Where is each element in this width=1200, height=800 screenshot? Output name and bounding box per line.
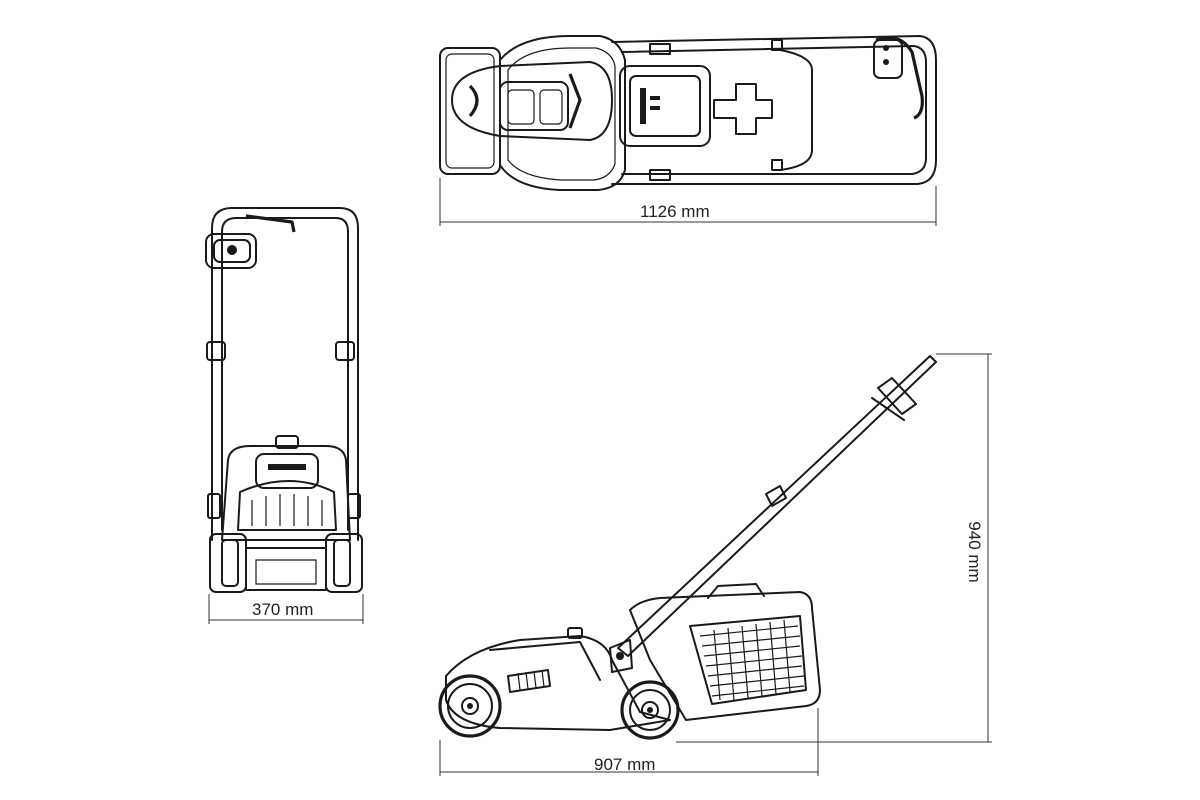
width-label: 370 mm <box>252 600 314 619</box>
mower-front-view <box>205 207 363 593</box>
length-dimension-line <box>439 178 937 226</box>
height-dimension-line <box>676 353 992 743</box>
base-length-label: 907 mm <box>594 755 656 774</box>
width-dimension-line <box>208 594 364 624</box>
mower-side-view <box>438 355 937 740</box>
mower-top-view <box>439 35 937 191</box>
length-label: 1126 mm <box>640 202 710 221</box>
height-label: 940 mm <box>965 521 984 583</box>
